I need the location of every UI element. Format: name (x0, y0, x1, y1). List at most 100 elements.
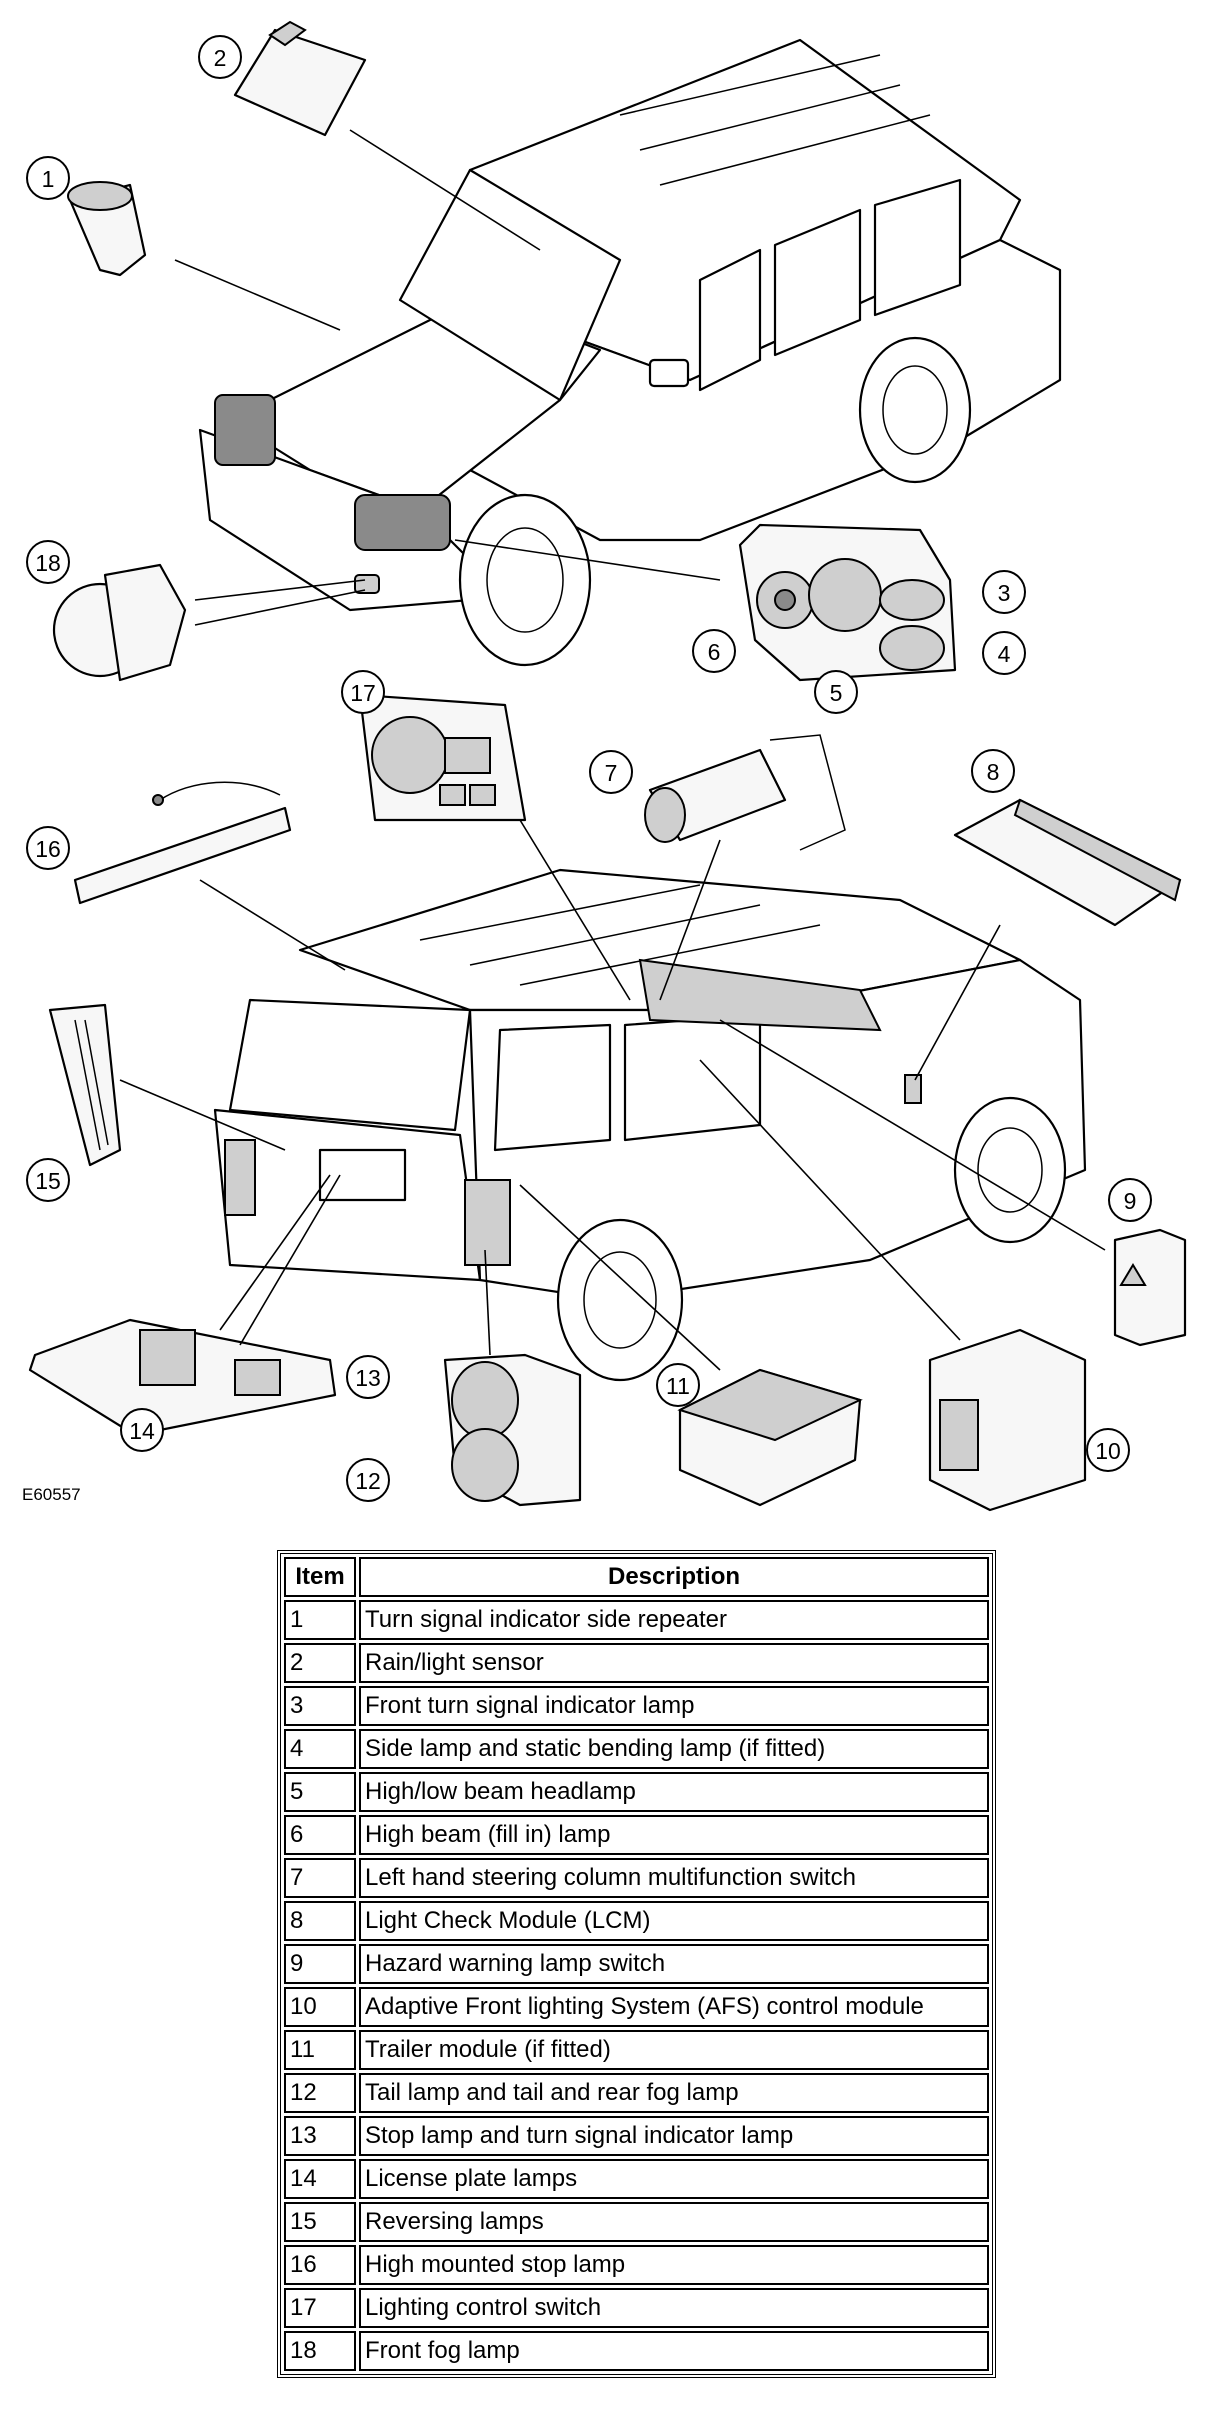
table-cell-description: License plate lamps (359, 2159, 989, 2199)
front-vehicle-illustration (198, 38, 1062, 667)
callout-4: 4 (982, 631, 1026, 675)
svg-text:5: 5 (830, 680, 843, 706)
rear-vehicle-illustration (213, 868, 1087, 1382)
afs-control-module-part (928, 1328, 1087, 1512)
table-cell-item: 9 (284, 1944, 356, 1984)
callout-8: 8 (971, 749, 1015, 793)
callout-6: 6 (692, 629, 736, 673)
table-cell-description: High mounted stop lamp (359, 2245, 989, 2285)
trailer-module-part (677, 1368, 863, 1507)
table-cell-description: Light Check Module (LCM) (359, 1901, 989, 1941)
callout-15: 15 (26, 1158, 70, 1202)
svg-text:9: 9 (1124, 1188, 1137, 1214)
table-cell-item: 17 (284, 2288, 356, 2328)
svg-text:4: 4 (998, 641, 1011, 667)
license-plate-lamps-part (28, 1318, 337, 1437)
table-cell-item: 2 (284, 1643, 356, 1683)
item-column-header: Item (284, 1557, 356, 1597)
table-cell-description: Front fog lamp (359, 2331, 989, 2371)
table-cell-description: Tail lamp and tail and rear fog lamp (359, 2073, 989, 2113)
svg-text:18: 18 (35, 550, 61, 576)
description-column-header: Description (359, 1557, 989, 1597)
table-cell-description: Trailer module (if fitted) (359, 2030, 989, 2070)
svg-text:7: 7 (605, 760, 618, 786)
svg-text:10: 10 (1095, 1438, 1121, 1464)
hazard-switch-part (1113, 1228, 1187, 1347)
table-cell-description: Hazard warning lamp switch (359, 1944, 989, 1984)
table-cell-description: Front turn signal indicator lamp (359, 1686, 989, 1726)
svg-text:14: 14 (129, 1418, 155, 1444)
callout-5: 5 (814, 670, 858, 714)
table-cell-description: High/low beam headlamp (359, 1772, 989, 1812)
table-cell-item: 14 (284, 2159, 356, 2199)
callout-7: 7 (589, 750, 633, 794)
callout-16: 16 (26, 826, 70, 870)
table-cell-item: 7 (284, 1858, 356, 1898)
rain-light-sensor-part (233, 20, 367, 137)
table-cell-item: 18 (284, 2331, 356, 2371)
table-cell-item: 4 (284, 1729, 356, 1769)
callout-9: 9 (1108, 1178, 1152, 1222)
callout-18: 18 (26, 540, 70, 584)
table-cell-item: 10 (284, 1987, 356, 2027)
svg-text:12: 12 (355, 1468, 381, 1494)
table-cell-description: Left hand steering column multifunction … (359, 1858, 989, 1898)
callout-10: 10 (1086, 1428, 1130, 1472)
callout-3: 3 (982, 570, 1026, 614)
table-cell-description: Turn signal indicator side repeater (359, 1600, 989, 1640)
table-header-row: Item Description (284, 1557, 989, 1597)
svg-text:15: 15 (35, 1168, 61, 1194)
svg-text:1: 1 (42, 166, 55, 192)
table-cell-item: 11 (284, 2030, 356, 2070)
lighting-components-diagram: 1 2 3 4 5 6 7 8 9 10 11 12 13 14 15 16 1… (22, 20, 1187, 1512)
callout-17: 17 (341, 670, 385, 714)
svg-text:2: 2 (214, 45, 227, 71)
callout-13: 13 (346, 1355, 390, 1399)
table-cell-description: Side lamp and static bending lamp (if fi… (359, 1729, 989, 1769)
callout-2: 2 (198, 35, 242, 79)
table-cell-item: 8 (284, 1901, 356, 1941)
table-cell-item: 5 (284, 1772, 356, 1812)
table-cell-item: 12 (284, 2073, 356, 2113)
table-cell-item: 1 (284, 1600, 356, 1640)
table-cell-item: 6 (284, 1815, 356, 1855)
callout-1: 1 (26, 156, 70, 200)
headlamp-assembly-part (738, 523, 957, 682)
table-cell-description: Reversing lamps (359, 2202, 989, 2242)
tail-lamp-assembly-part (443, 1353, 582, 1507)
callout-14: 14 (120, 1408, 164, 1452)
svg-text:17: 17 (350, 680, 376, 706)
leader-lines (119, 129, 1106, 1371)
table-cell-description: Lighting control switch (359, 2288, 989, 2328)
table-cell-description: High beam (fill in) lamp (359, 1815, 989, 1855)
lighting-control-switch-part (358, 693, 527, 822)
high-mounted-stop-lamp-part (73, 781, 292, 905)
svg-text:13: 13 (355, 1365, 381, 1391)
table-cell-item: 16 (284, 2245, 356, 2285)
callout-12: 12 (346, 1458, 390, 1502)
figure-code: E60557 (22, 1485, 81, 1504)
table-cell-item: 15 (284, 2202, 356, 2242)
svg-text:6: 6 (708, 639, 721, 665)
svg-text:3: 3 (998, 580, 1011, 606)
table-cell-description: Adaptive Front lighting System (AFS) con… (359, 1987, 989, 2027)
svg-text:8: 8 (987, 759, 1000, 785)
